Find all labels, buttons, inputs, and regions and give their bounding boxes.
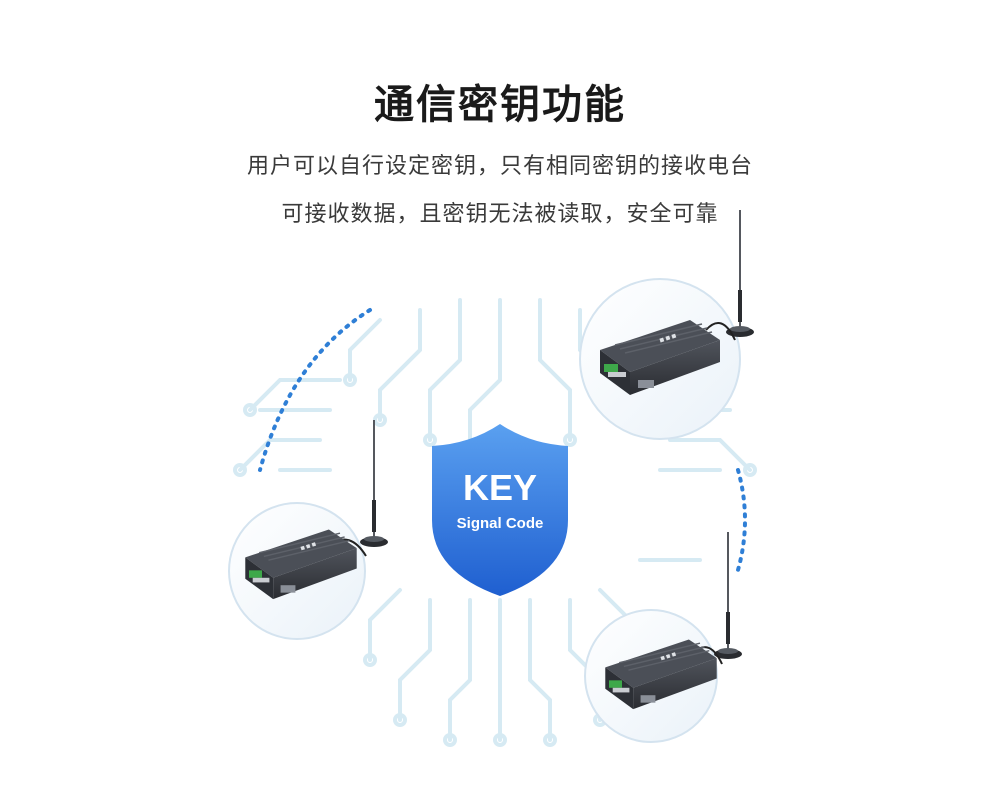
radio-device-top-right [579,210,756,440]
signal-arc-right [736,468,747,572]
antenna-icon [726,210,756,339]
description-line-1: 用户可以自行设定密钥，只有相同密钥的接收电台 [246,154,753,179]
antenna-icon [714,532,744,661]
antenna-icon [360,420,390,549]
description-line-2: 可接收数据，且密钥无法被读取，安全可靠 [281,202,719,227]
shield-icon [432,424,568,596]
radio-device-left [228,420,390,640]
shield-signal-label: Signal Code [456,515,544,532]
signal-arc-left [258,308,372,472]
page-title: 通信密钥功能 [374,82,626,128]
radio-device-bottom-right [584,532,744,743]
shield-key-label: KEY [462,467,538,508]
